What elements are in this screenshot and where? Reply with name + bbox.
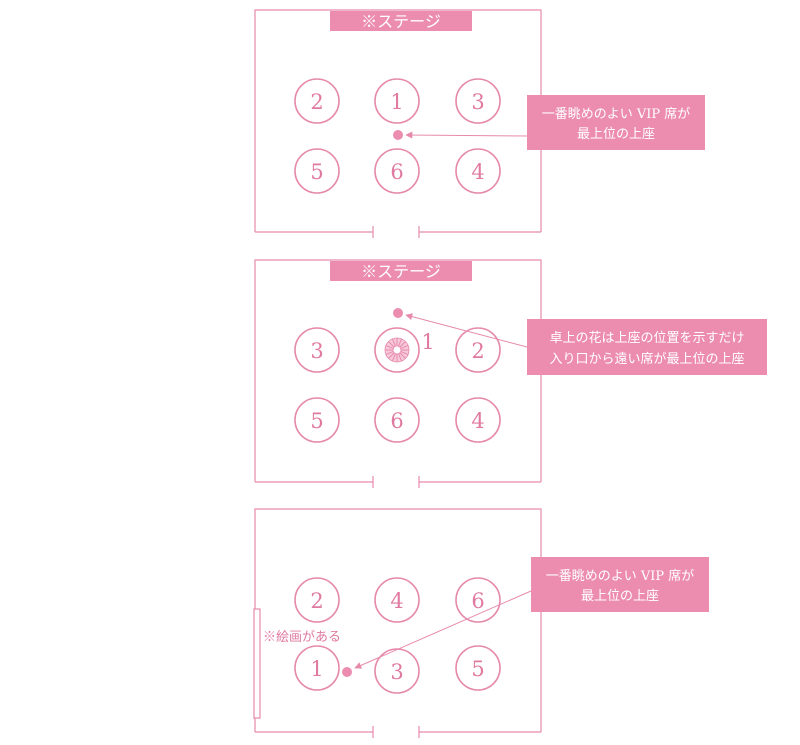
top-seat-marker-dot	[342, 667, 352, 677]
seat: 4	[455, 148, 501, 194]
note-box	[527, 95, 705, 150]
seat: 4	[374, 577, 420, 623]
painting-label: ※絵画がある	[263, 630, 341, 645]
seat: 3	[455, 78, 501, 124]
note-line-2: 最上位の上座	[577, 127, 655, 142]
svg-text:2: 2	[310, 589, 323, 613]
note-line-1: 一番眺めのよい VIP 席が	[546, 568, 695, 584]
flower-seat	[374, 327, 420, 373]
seat: 2	[294, 78, 340, 124]
note-line-2: 最上位の上座	[581, 589, 659, 604]
svg-text:2: 2	[471, 339, 484, 363]
svg-text:5: 5	[310, 160, 323, 184]
svg-text:1: 1	[310, 657, 323, 681]
svg-text:1: 1	[390, 90, 403, 114]
pointer-arrow	[405, 313, 528, 348]
seat: 5	[294, 148, 340, 194]
svg-text:3: 3	[310, 339, 323, 363]
svg-text:6: 6	[390, 160, 403, 184]
note-line-1: 一番眺めのよい VIP 席が	[542, 106, 691, 122]
svg-text:5: 5	[471, 657, 484, 681]
svg-text:2: 2	[310, 90, 323, 114]
seat: 5	[294, 397, 340, 443]
svg-text:4: 4	[471, 160, 484, 184]
panel-2: ※ステージ 3 1	[254, 259, 767, 488]
pointer-arrow	[354, 590, 532, 669]
seat: 3	[294, 327, 340, 373]
flower-icon	[384, 337, 410, 363]
seat: 3	[374, 648, 420, 694]
note-line-2: 入り口から遠い席が最上位の上座	[549, 351, 744, 367]
seat: 6	[455, 577, 501, 623]
note-line-1: 卓上の花は上座の位置を示すだけ	[549, 330, 744, 346]
panel-1: ※ステージ 2 1 3 5 6 4 一番眺めのよい VI	[254, 9, 705, 238]
svg-text:6: 6	[471, 589, 484, 613]
seat: 5	[455, 645, 501, 691]
svg-text:4: 4	[390, 589, 403, 613]
top-seat-marker-dot	[393, 130, 403, 140]
stage-banner	[330, 261, 472, 281]
pointer-arrow	[405, 131, 528, 139]
painting-icon	[253, 608, 261, 719]
seat: 1	[294, 645, 340, 691]
note-box	[531, 557, 709, 612]
seat: 2	[294, 577, 340, 623]
seat: 4	[455, 397, 501, 443]
stage-label: ※ステージ	[361, 12, 441, 31]
panel-3: ※絵画がある 2 4 6 1 3 5 一番眺めのよい V	[253, 508, 709, 738]
flower-seat-number: 1	[421, 330, 434, 354]
svg-text:6: 6	[390, 409, 403, 433]
seat: 6	[374, 148, 420, 194]
svg-text:3: 3	[390, 660, 403, 684]
svg-text:5: 5	[310, 409, 323, 433]
note-box	[527, 319, 767, 375]
svg-text:3: 3	[471, 90, 484, 114]
seat: 1	[374, 78, 420, 124]
stage-banner	[330, 11, 472, 31]
seat: 2	[455, 327, 501, 373]
svg-text:4: 4	[471, 409, 484, 433]
top-seat-marker-dot	[393, 308, 403, 318]
stage-label: ※ステージ	[361, 262, 441, 281]
seat: 6	[374, 397, 420, 443]
